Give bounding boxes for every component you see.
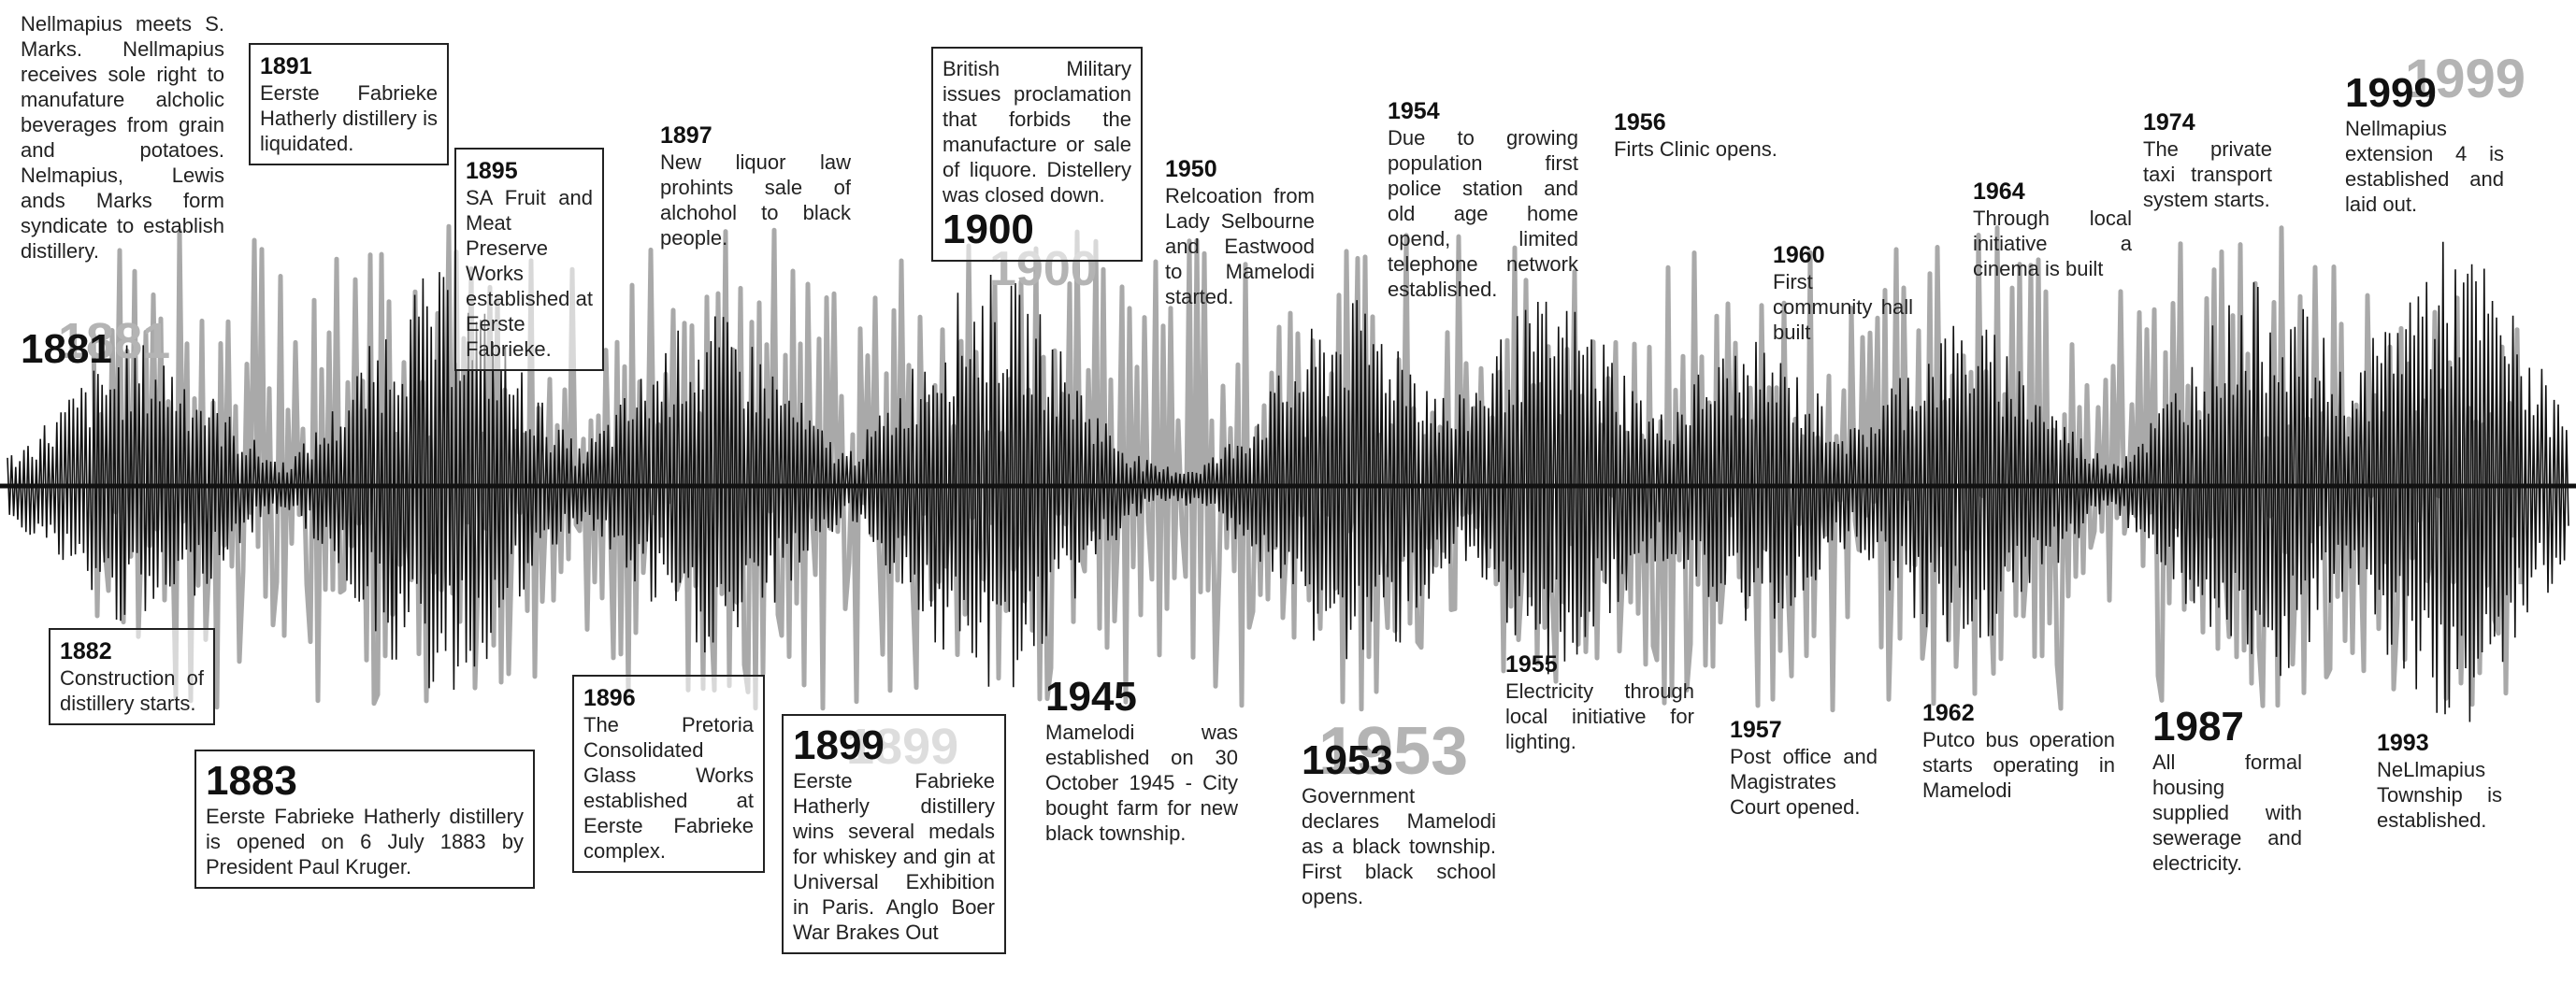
- event-text: The private taxi transport system starts…: [2143, 137, 2272, 211]
- event-text: Post office and Magistrates Court opened…: [1730, 745, 1878, 819]
- event-year: 1954: [1388, 98, 1440, 124]
- event-year: 1945: [1045, 674, 1137, 720]
- event-1987: 1987 All formal housing supplied with se…: [2152, 705, 2302, 876]
- event-1953: 1953 Government declares Mamelodi as a b…: [1302, 738, 1496, 909]
- event-1881: 1881: [21, 327, 112, 372]
- event-year: 1882: [60, 638, 112, 664]
- event-1960: 1960 First community hall built: [1773, 241, 1913, 345]
- event-1993: 1993 NeLlmapius Township is established.: [2377, 729, 2502, 833]
- event-text: First community hall built: [1773, 270, 1913, 344]
- event-text: Putco bus operation starts operating in …: [1922, 728, 2115, 802]
- ghost-year-1881: 1881: [58, 313, 171, 369]
- event-year: 1883: [206, 758, 297, 804]
- event-1900: British Military issues proclamation tha…: [931, 47, 1143, 262]
- event-year: 1999: [2345, 70, 2437, 116]
- event-year: 1899: [793, 722, 885, 768]
- event-text: Nellmapius meets S. Marks. Nellmapius re…: [21, 12, 224, 263]
- event-1964: 1964 Through local initiative a cinema i…: [1973, 178, 2132, 281]
- event-year: 1964: [1973, 179, 2025, 205]
- event-year: 1960: [1773, 242, 1825, 268]
- event-text: Due to growing population first police s…: [1388, 126, 1578, 301]
- event-1957: 1957 Post office and Magistrates Court o…: [1730, 716, 1878, 820]
- event-year: 1955: [1505, 651, 1558, 678]
- event-year: 1891: [260, 53, 312, 79]
- event-text: Government declares Mamelodi as a black …: [1302, 784, 1496, 908]
- event-year: 1897: [660, 122, 712, 149]
- event-year: 1956: [1614, 109, 1666, 136]
- event-1896: 1896 The Pretoria Consolidated Glass Wor…: [572, 675, 765, 873]
- event-text: Firts Clinic opens.: [1614, 137, 1777, 161]
- event-text: Eerste Fabrieke Hatherly distillery wins…: [793, 769, 995, 944]
- event-1945: 1945 Mamelodi was established on 30 Octo…: [1045, 675, 1238, 846]
- event-intro: Nellmapius meets S. Marks. Nellmapius re…: [21, 11, 224, 264]
- event-year: 1896: [583, 685, 636, 711]
- event-year: 1900: [943, 207, 1034, 252]
- event-1956: 1956 Firts Clinic opens.: [1614, 108, 1838, 162]
- event-1954: 1954 Due to growing population first pol…: [1388, 97, 1578, 302]
- event-1891: 1891 Eerste Fabrieke Hatherly distillery…: [249, 43, 449, 165]
- event-text: New liquor law prohints sale of alchohol…: [660, 150, 851, 250]
- event-year: 1993: [2377, 730, 2429, 756]
- event-text: Nellmapius extension 4 is established an…: [2345, 117, 2504, 216]
- event-1899: 1899 Eerste Fabrieke Hatherly distillery…: [782, 714, 1006, 954]
- event-text: All formal housing supplied with sewerag…: [2152, 750, 2302, 875]
- event-text: Construction of distillery starts.: [60, 666, 204, 715]
- event-text: British Military issues proclamation tha…: [943, 57, 1131, 207]
- event-text: Mamelodi was established on 30 October 1…: [1045, 721, 1238, 845]
- event-text: NeLlmapius Township is established.: [2377, 758, 2502, 832]
- event-year: 1957: [1730, 717, 1782, 743]
- event-text: Electricity through local initiative for…: [1505, 679, 1694, 753]
- event-1974: 1974 The private taxi transport system s…: [2143, 108, 2272, 212]
- event-year: 1950: [1165, 156, 1217, 182]
- event-1883: 1883 Eerste Fabrieke Hatherly distillery…: [194, 750, 535, 889]
- event-1882: 1882 Construction of distillery starts.: [49, 628, 215, 725]
- event-year: 1962: [1922, 700, 1975, 726]
- event-1897: 1897 New liquor law prohints sale of alc…: [660, 121, 851, 250]
- event-year: 1953: [1302, 737, 1393, 783]
- event-year: 1895: [466, 158, 518, 184]
- event-year: 1974: [2143, 109, 2195, 136]
- event-text: Relcoation from Lady Selbourne and Eastw…: [1165, 184, 1315, 308]
- event-text: Eerste Fabrieke Hatherly distillery is o…: [206, 805, 524, 879]
- ghost-year-1953: 1953: [1318, 714, 1469, 789]
- event-1950: 1950 Relcoation from Lady Selbourne and …: [1165, 155, 1315, 309]
- event-year: 1881: [21, 326, 112, 372]
- event-year: 1987: [2152, 704, 2244, 750]
- event-text: SA Fruit and Meat Preserve Works establi…: [466, 186, 593, 361]
- event-1955: 1955 Electricity through local initiativ…: [1505, 650, 1694, 754]
- event-text: Through local initiative a cinema is bui…: [1973, 207, 2132, 280]
- event-1999: 1999 Nellmapius extension 4 is establish…: [2345, 71, 2504, 217]
- ghost-year-1999: 1999: [2405, 49, 2526, 109]
- event-1962: 1962 Putco bus operation starts operatin…: [1922, 699, 2115, 803]
- event-1895: 1895 SA Fruit and Meat Preserve Works es…: [454, 148, 604, 371]
- event-text: Eerste Fabrieke Hatherly distillery is l…: [260, 81, 438, 155]
- event-text: The Pretoria Consolidated Glass Works es…: [583, 713, 754, 863]
